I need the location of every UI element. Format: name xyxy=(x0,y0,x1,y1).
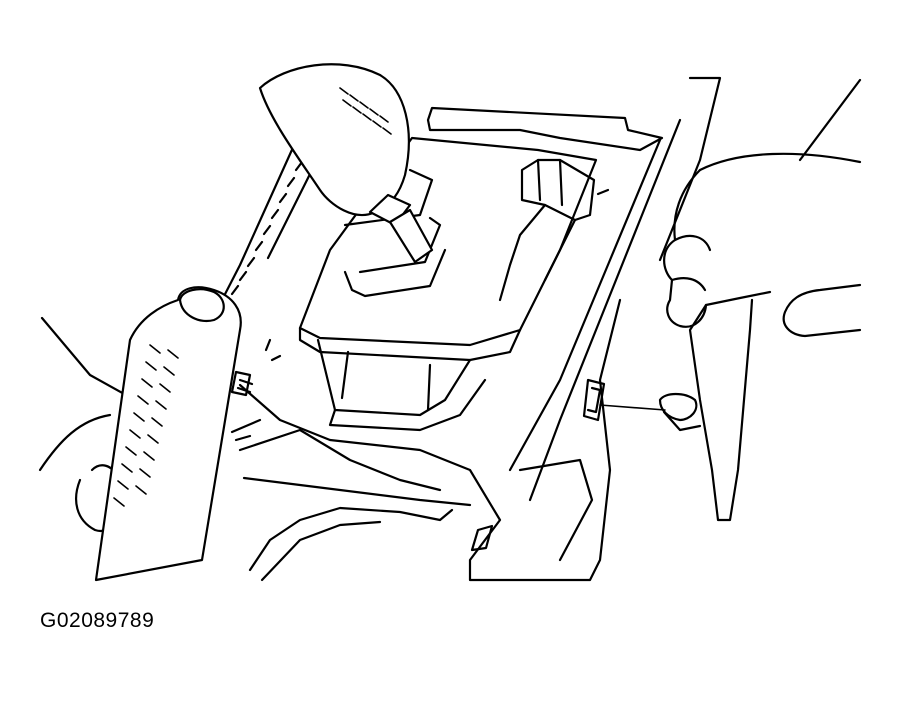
screwdriver-tool xyxy=(258,63,434,264)
clip-slot xyxy=(582,378,606,422)
retaining-clip-left xyxy=(230,338,282,397)
trim-panel xyxy=(599,298,754,522)
console-housing xyxy=(220,76,722,582)
control-module-box xyxy=(298,136,598,432)
padded-pry-tool xyxy=(94,286,242,582)
figure-code: G02089789 xyxy=(40,609,155,632)
right-hand xyxy=(663,78,862,338)
wire-connector xyxy=(498,158,610,302)
